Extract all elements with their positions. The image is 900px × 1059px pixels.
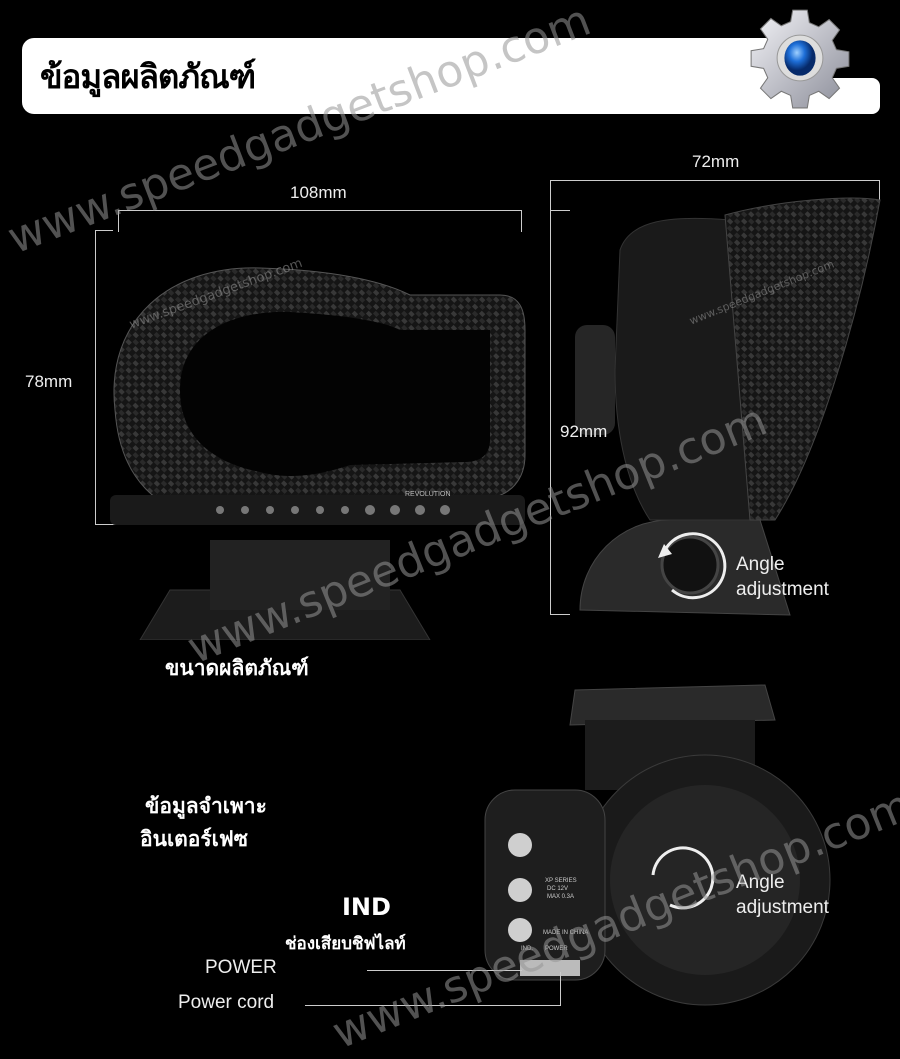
gear-icon <box>750 9 850 109</box>
brand-text: REVOLUTION <box>405 491 451 498</box>
adjustment-text: adjustment <box>736 897 829 918</box>
power-cord-leader-line-vertical <box>560 972 561 1006</box>
back-label: MAX 0.3A <box>547 894 574 900</box>
gauge-front-image: REVOLUTION <box>110 267 526 640</box>
back-label: MADE IN CHINA <box>543 930 588 936</box>
side-height-dimension-line <box>550 180 551 615</box>
gauge-side-image <box>575 197 881 616</box>
dimension-tick <box>95 524 117 525</box>
height-dimension-line <box>95 230 96 525</box>
depth-label: 72mm <box>692 152 740 171</box>
rotate-arrow-icon <box>651 846 715 910</box>
ind-description: ช่องเสียบชิฟไลท์ <box>285 934 406 954</box>
dimension-tick <box>118 210 119 232</box>
side-height-label: 92mm <box>560 422 608 441</box>
header-bar <box>22 38 780 114</box>
dimension-tick <box>550 210 570 211</box>
rotate-arrow-icon <box>663 532 727 600</box>
power-connector <box>520 960 580 976</box>
angle-label-2: Angle adjustment <box>736 870 829 920</box>
interface-label: อินเตอร์เฟซ <box>140 827 248 851</box>
adjustment-text: adjustment <box>736 579 829 600</box>
power-label: POWER <box>205 957 277 978</box>
back-label: POWER <box>545 946 568 952</box>
back-label: IND. <box>521 946 533 952</box>
spec-label: ข้อมูลจำเพาะ <box>145 794 267 818</box>
angle-label-1: Angle adjustment <box>736 552 829 602</box>
power-leader-line <box>367 970 522 971</box>
angle-text: Angle <box>736 554 785 575</box>
dimension-tick <box>879 180 880 202</box>
back-label: DC 12V <box>547 886 568 892</box>
power-cord-leader-line <box>305 1005 561 1006</box>
gauge-back-image: XP SERIES DC 12V MAX 0.3A MADE IN CHINA … <box>484 684 831 1006</box>
dimension-tick <box>95 230 113 231</box>
ind-label: IND <box>342 893 391 921</box>
height-label: 78mm <box>25 372 73 391</box>
width-dimension-line <box>118 210 522 211</box>
width-label: 108mm <box>290 183 347 202</box>
dimension-tick <box>550 614 570 615</box>
page-title: ข้อมูลผลิตภัณฑ์ <box>40 57 256 96</box>
power-cord-label: Power cord <box>178 992 275 1013</box>
depth-dimension-line <box>550 180 880 181</box>
dimension-tick <box>521 210 522 232</box>
back-label: XP SERIES <box>545 878 577 884</box>
angle-text: Angle <box>736 872 785 893</box>
product-size-label: ขนาดผลิตภัณฑ์ <box>165 656 309 680</box>
